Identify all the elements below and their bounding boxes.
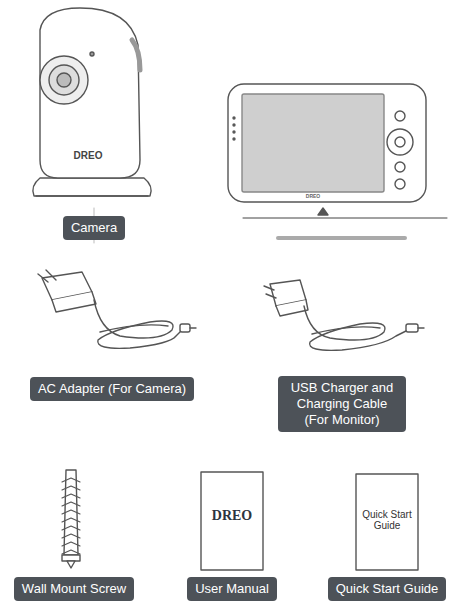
part-name: Wall Mount Screw	[22, 581, 126, 597]
part-label: Camera	[63, 216, 125, 240]
part-name: Quick Start Guide	[336, 581, 439, 597]
wall-screw-drawing	[62, 470, 80, 568]
ac-adapter-drawing	[38, 270, 196, 348]
part-name: AC Adapter (For Camera)	[38, 381, 186, 397]
camera-drawing	[33, 8, 151, 243]
printed-text: Quick Start Guide	[359, 509, 415, 532]
printed-text: DREO	[298, 194, 328, 200]
part-label: AC Adapter (For Camera)	[30, 377, 194, 401]
part-label: Wall Mount Screw	[14, 577, 134, 601]
user-manual-drawing	[201, 472, 263, 570]
usb-charger-drawing	[264, 280, 424, 350]
quick-guide-drawing	[356, 474, 418, 570]
monitor-drawing	[228, 84, 447, 238]
part-label: USB Charger and Charging Cable (For Moni…	[278, 376, 406, 432]
printed-text: DREO	[203, 508, 261, 524]
part-name: Camera	[71, 220, 117, 236]
printed-text: DREO	[58, 150, 118, 162]
part-label: User Manual	[187, 577, 277, 601]
part-name: User Manual	[195, 581, 269, 597]
part-name: USB Charger and Charging Cable (For Moni…	[286, 380, 398, 428]
part-label: Quick Start Guide	[328, 577, 447, 601]
